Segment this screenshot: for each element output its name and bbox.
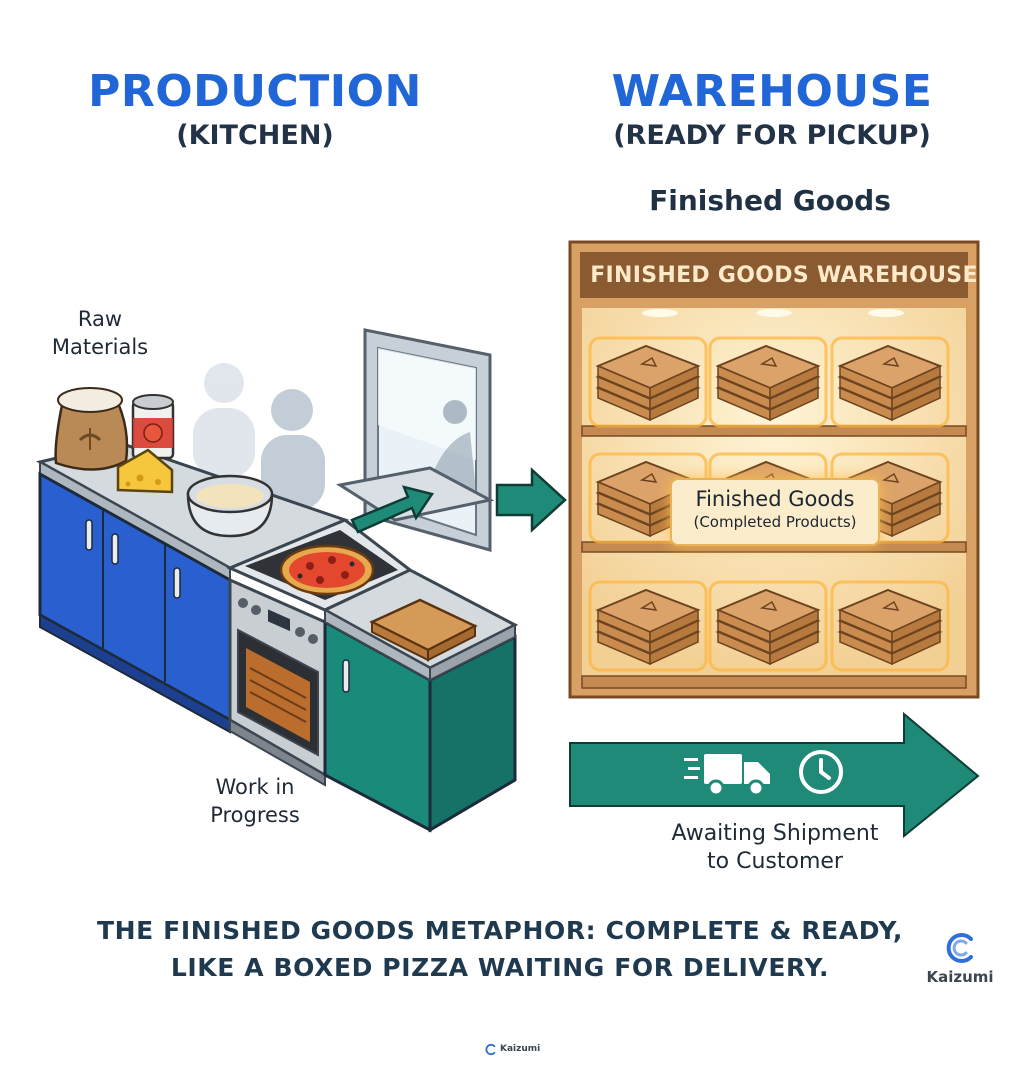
pizza-icon [279, 544, 375, 596]
shipment-arrow [569, 711, 980, 839]
brand-name: Kaizumi [926, 968, 994, 986]
small-logo-icon [485, 1043, 496, 1055]
warehouse-title: WAREHOUSE [611, 66, 933, 117]
raw-materials-line2: Materials [51, 335, 149, 359]
callout-subtitle: (Completed Products) [693, 513, 857, 531]
finished-goods-callout: Finished Goods (Completed Products) [670, 478, 880, 546]
shipment-label: Awaiting Shipment to Customer [640, 820, 910, 876]
footer-caption: THE FINISHED GOODS METAPHOR: COMPLETE & … [60, 912, 940, 986]
wip-line1: Work in [215, 775, 295, 799]
raw-materials-label: Raw Materials [30, 305, 170, 361]
raw-materials-line1: Raw [77, 307, 123, 331]
to-warehouse-arrow [495, 467, 567, 533]
handoff-arrow [350, 485, 435, 534]
footer-line1: THE FINISHED GOODS METAPHOR: COMPLETE & … [97, 916, 903, 945]
clock-icon [799, 750, 843, 794]
production-title: PRODUCTION [88, 66, 422, 117]
production-subtitle: (KITCHEN) [176, 120, 334, 151]
pizza-box-icon [369, 598, 478, 662]
wip-label: Work in Progress [180, 773, 330, 829]
callout-title: Finished Goods [695, 487, 855, 511]
tomato-can-icon [131, 394, 175, 460]
pass-through-window [335, 328, 495, 552]
shipment-line1: Awaiting Shipment [671, 821, 879, 846]
dough-bowl-icon [186, 474, 274, 538]
wip-line2: Progress [210, 803, 300, 827]
warehouse-banner: FINISHED GOODS WAREHOUSE [590, 263, 978, 288]
flour-sack-icon [54, 387, 129, 471]
footer-line2: LIKE A BOXED PIZZA WAITING FOR DELIVERY. [170, 953, 830, 982]
kaizumi-logo-icon [946, 933, 973, 963]
kitchen-illustration [35, 328, 567, 833]
worker-silhouettes [193, 363, 325, 510]
finished-goods-heading: Finished Goods [649, 184, 891, 217]
warehouse-subtitle: (READY FOR PICKUP) [613, 120, 931, 151]
delivery-truck-icon [684, 754, 770, 797]
small-brand-name: Kaizumi [500, 1044, 541, 1054]
cheese-icon [116, 448, 174, 494]
small-brand: Kaizumi [484, 1040, 540, 1058]
shipment-line2: to Customer [707, 849, 843, 874]
warehouse-shelf [568, 240, 980, 699]
